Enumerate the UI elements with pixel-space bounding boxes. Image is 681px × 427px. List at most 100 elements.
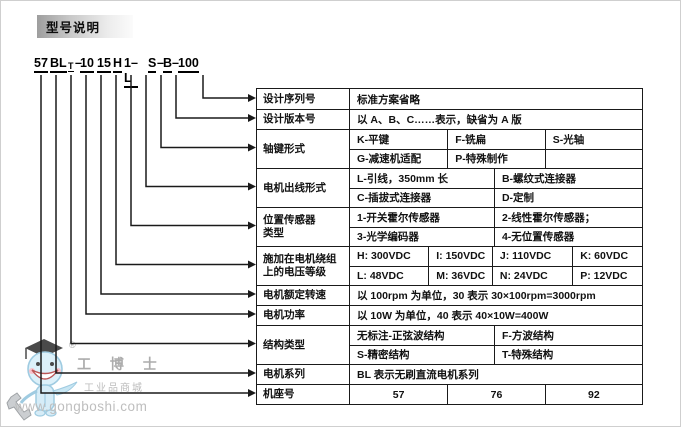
table-cell: 4-无位置传感器 [493, 227, 642, 246]
arrowhead-icon [248, 143, 256, 152]
table-cell: 以 100rpm 为单位，30 表示 30×100rpm=3000rpm [357, 290, 596, 302]
table-cell: P-特殊制作 [447, 149, 545, 168]
model-segment: – [75, 56, 82, 70]
leader-line [160, 75, 249, 149]
table-subrow: 以 10W 为单位，40 表示 40×10W=400W [350, 306, 642, 325]
table-cell: L-引线，350mm 长 [357, 172, 449, 185]
table-subrow: BL 表示无刷直流电机系列 [350, 365, 642, 384]
table-subrow: 无标注-正弦波结构 F-方波结构 [350, 326, 642, 345]
arrowhead-icon [248, 94, 256, 102]
model-segment: 15 [97, 56, 111, 73]
table-row: 设计版本号以 A、B、C……表示，缺省为 A 版 [257, 109, 642, 129]
table-cell: F-方波结构 [493, 326, 642, 345]
table-row: 电机功率以 10W 为单位，40 表示 40×10W=400W [257, 305, 642, 325]
table-subrow: C-插拔式连接器 D-定制 [350, 187, 642, 207]
table-cell: K-平键 [357, 133, 390, 146]
table-row: 电机系列 BL 表示无刷直流电机系列 [257, 364, 642, 384]
model-segment: 1–L [124, 56, 138, 88]
table-cell [544, 149, 642, 168]
leader-line [115, 75, 249, 266]
row-label: 电机系列 [257, 365, 350, 384]
row-label: 电机出线形式 [257, 169, 350, 207]
table-cell: T-特殊结构 [493, 345, 642, 364]
row-content: 以 10W 为单位，40 表示 40×10W=400W [350, 306, 642, 325]
arrowhead-icon [248, 290, 256, 298]
row-content: 无标注-正弦波结构 F-方波结构 S-精密结构 T-特殊结构 [350, 326, 642, 364]
registered-mark: ® [69, 340, 76, 350]
table-cell: S-光轴 [544, 130, 642, 149]
table-cell: S-精密结构 [357, 349, 410, 362]
leader-line [70, 75, 249, 345]
row-label: 设计序列号 [257, 89, 350, 109]
table-subrow: L-引线，350mm 长 B-螺纹式连接器 [350, 169, 642, 188]
row-label: 轴键形式 [257, 130, 350, 168]
table-cell: N: 24VDC [491, 266, 572, 285]
arrowhead-icon [248, 182, 256, 191]
model-segment: H [113, 56, 123, 73]
table-cell: J: 110VDC [491, 247, 572, 266]
table-cell: 2-线性霍尔传感器； [493, 208, 642, 227]
arrowhead-icon [248, 260, 256, 269]
table-cell: I: 150VDC [428, 247, 492, 266]
leader-line [55, 75, 249, 374]
arrowhead-icon [248, 221, 256, 230]
watermark-logo: ® 工 博 士 工业品商城 www.gongboshi.com [5, 335, 175, 425]
model-segment: B [163, 56, 173, 73]
leader-line [145, 75, 249, 188]
model-segment: BL [50, 56, 67, 73]
table-subrow: S-精密结构 T-特殊结构 [350, 344, 642, 364]
table-cell: 无标注-正弦波结构 [357, 329, 445, 342]
table-cell: P: 12VDC [572, 266, 642, 285]
arrowhead-icon [248, 369, 256, 377]
table-cell: 标准方案省略 [357, 93, 420, 106]
row-label: 机座号 [257, 385, 350, 404]
section-title-bar: 型号说明 [37, 15, 133, 38]
table-cell: B-螺纹式连接器 [493, 169, 642, 188]
row-label: 设计版本号 [257, 110, 350, 129]
table-row: 电机出线形式 L-引线，350mm 长 B-螺纹式连接器 C-插拔式连接器 D-定制 [257, 168, 642, 207]
watermark-url: www.gongboshi.com [15, 399, 148, 414]
row-label: 电机额定转速 [257, 286, 350, 305]
table-cell: H: 300VDC [357, 250, 411, 263]
model-segment: S [148, 56, 157, 73]
table-cell: D-定制 [493, 188, 642, 207]
table-subrow: 以 100rpm 为单位，30 表示 30×100rpm=3000rpm [350, 286, 642, 305]
row-content: 标准方案省略 [350, 89, 642, 109]
table-cell: BL 表示无刷直流电机系列 [357, 369, 479, 381]
model-segment: – [172, 56, 179, 70]
row-content: BL 表示无刷直流电机系列 [350, 365, 642, 384]
model-segment: 57 [34, 56, 48, 73]
row-label: 施加在电机绕组 上的电压等级 [257, 247, 350, 285]
leader-line [202, 75, 249, 99]
arrowhead-icon [248, 310, 256, 318]
model-segment: 100 [178, 56, 199, 73]
watermark-tagline: 工业品商城 [84, 383, 144, 394]
row-content: 以 A、B、C……表示，缺省为 A 版 [350, 110, 642, 129]
section-title: 型号说明 [46, 21, 101, 35]
leader-line [100, 75, 249, 295]
row-content: 以 100rpm 为单位，30 表示 30×100rpm=3000rpm [350, 286, 642, 305]
table-cell: C-插拔式连接器 [357, 192, 432, 205]
table-cell: 以 10W 为单位，40 表示 40×10W=400W [357, 310, 549, 322]
table-subrow: 以 A、B、C……表示，缺省为 A 版 [350, 110, 642, 129]
model-segment: T [68, 61, 74, 72]
arrowhead-icon [248, 389, 256, 397]
arrowhead-icon [248, 114, 256, 122]
table-row: 设计序列号标准方案省略 [257, 89, 642, 109]
watermark-brand: 工 博 士 [77, 357, 164, 373]
